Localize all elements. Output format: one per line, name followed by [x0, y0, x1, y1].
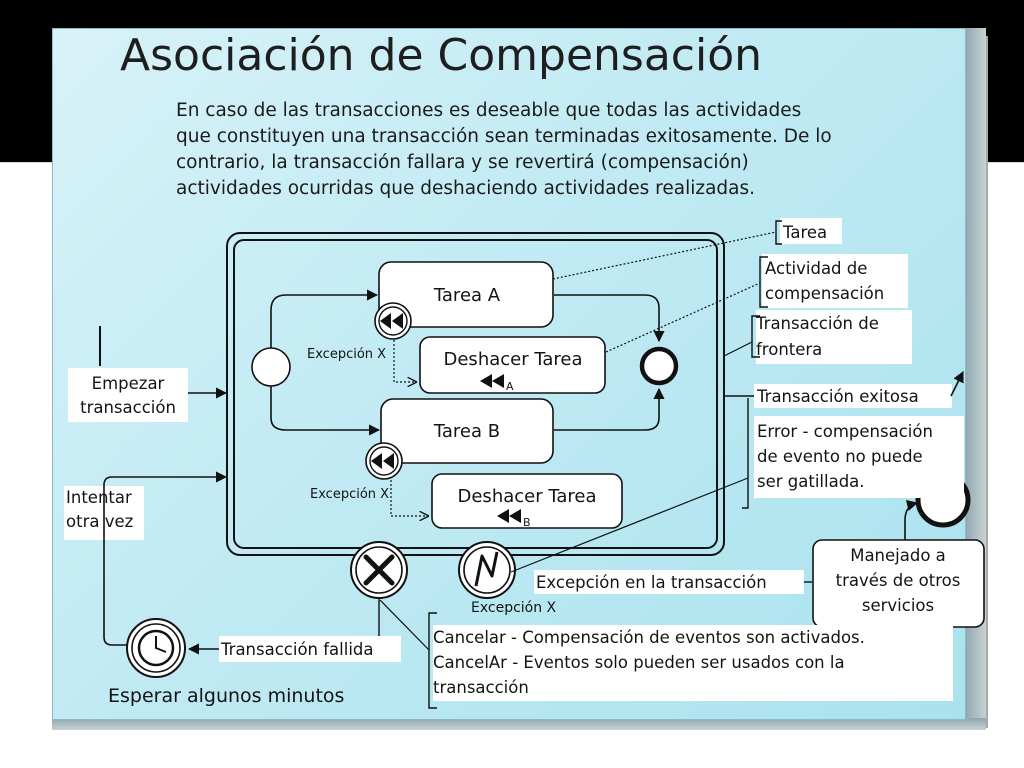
intentar-line-1: Intentar [66, 488, 132, 507]
exitosa-label: Transacción exitosa [756, 387, 919, 406]
cancel-x-icon [363, 554, 395, 586]
error-association [510, 477, 749, 573]
error-line-1: Error - compensación [757, 422, 933, 441]
task-deshacer-1 [419, 336, 606, 394]
end-event [639, 346, 679, 386]
task-tarea-b-label: Tarea B [433, 421, 500, 442]
task-tarea-a-label: Tarea A [433, 285, 501, 306]
error-event-inner [463, 546, 511, 594]
description-line: actividades ocurridas que deshaciendo ac… [176, 178, 756, 199]
actividad-bracket [759, 256, 768, 308]
tarea-bracket [775, 220, 782, 245]
task-deshacer-2 [431, 473, 623, 529]
clock-hands [155, 636, 167, 653]
actividad-association [605, 282, 761, 353]
cancelar-association [379, 599, 430, 651]
rewind-icon [380, 313, 403, 329]
error-event [458, 541, 516, 599]
flow-tarea-a-to-end [554, 294, 665, 343]
card-edge-bottom [52, 718, 986, 730]
error-bracket [742, 398, 749, 509]
task-tarea-b [380, 398, 554, 464]
description-line: En caso de las transacciones es deseable… [176, 100, 802, 121]
flow-retry-to-transaction [103, 471, 228, 646]
actividad-line-2: compensación [765, 284, 884, 303]
cancelar-line-2: CancelAr - Eventos solo pueden ser usado… [433, 653, 845, 672]
page-title: Asociación de Compensación [120, 30, 763, 81]
flow-tarea-b-to-end [554, 387, 665, 431]
actividad-annotation-box [762, 254, 908, 308]
frontera-annotation-box [756, 310, 912, 364]
task-deshacer-1-label: Deshacer Tarea [444, 349, 583, 370]
flow-start-to-tarea-a [270, 289, 379, 348]
frontera-line-1: Transacción de [755, 314, 879, 333]
marker-letter: A [506, 380, 514, 393]
manejado-line-1: Manejado a [850, 546, 946, 565]
compensation-association-b [390, 480, 428, 516]
tarea-annotation-label: Tarea [782, 223, 827, 242]
exception-label-a: Excepción X [307, 347, 386, 362]
excepcion-label: Excepción en la transacción [536, 573, 767, 592]
cancelar-bracket [428, 612, 437, 709]
empezar-line-2: transacción [80, 398, 176, 417]
exception-label-b: Excepción X [310, 487, 389, 502]
cancelar-annotation-box [433, 625, 953, 701]
error-annotation-box [754, 416, 964, 498]
manejado-line-3: servicios [862, 596, 934, 615]
frontera-line-2: frontera [756, 340, 822, 359]
tarea-annotation-box [780, 218, 842, 244]
lightning-icon [474, 551, 499, 587]
timer-event-inner [131, 623, 181, 673]
marker-letter: B [523, 516, 531, 529]
compensation-event-a-inner [378, 306, 408, 336]
compensation-association-a [393, 340, 416, 382]
esperar-label: Esperar algunos minutos [108, 685, 344, 707]
empezar-line-1: Empezar [92, 374, 165, 393]
tarea-association [552, 231, 777, 280]
flow-exitosa-out [950, 370, 964, 397]
cancel-event-inner [355, 546, 403, 594]
compensation-event-b-inner [369, 446, 399, 476]
flow-manejado-to-end [904, 500, 919, 540]
description-line: que constituyen una transacción sean ter… [176, 126, 832, 147]
exitosa-annotation-box [754, 384, 952, 408]
compensation-marker-icon [480, 374, 504, 388]
error-line-3: ser gatillada. [757, 472, 865, 491]
description-line: contrario, la transacción fallara y se r… [176, 152, 749, 173]
frontera-bracket [751, 315, 760, 358]
error-line-2: de evento no puede [757, 447, 923, 466]
cancelar-line-1: Cancelar - Compensación de eventos son a… [433, 628, 865, 647]
frontera-association [723, 341, 753, 357]
description: En caso de las transacciones es deseable… [176, 98, 966, 202]
start-event [251, 347, 291, 387]
cancelar-line-3: transacción [433, 678, 529, 697]
task-tarea-a [378, 261, 554, 328]
intentar-line-2: otra vez [66, 512, 133, 531]
exception-label-transaction: Excepción X [471, 600, 557, 616]
empezar-annotation-box [68, 368, 188, 422]
flow-start-to-tarea-b [270, 386, 381, 436]
fallida-label: Transacción fallida [220, 640, 374, 659]
manejado-line-2: través de otros [836, 571, 961, 590]
compensation-marker-icon [497, 509, 521, 523]
fallida-annotation-box [219, 636, 401, 662]
excepcion-annotation-box [534, 570, 804, 594]
rewind-icon [371, 453, 394, 469]
task-deshacer-2-label: Deshacer Tarea [458, 486, 597, 507]
actividad-line-1: Actividad de [765, 259, 867, 278]
